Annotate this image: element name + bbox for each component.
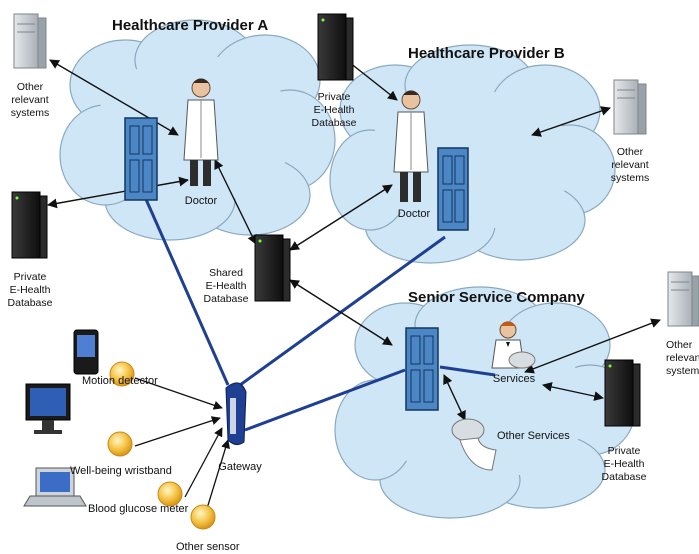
provider-a-title: Healthcare Provider A bbox=[112, 17, 268, 34]
svg-text:E-Health: E-Health bbox=[314, 104, 355, 116]
label-private-db-senior: Private E-Health Database bbox=[602, 445, 647, 483]
laptop-icon bbox=[23, 467, 87, 507]
svg-text:Other: Other bbox=[666, 339, 693, 351]
svg-text:systems: systems bbox=[611, 172, 650, 184]
svg-text:system: system bbox=[666, 365, 699, 377]
door-a-icon bbox=[124, 117, 158, 201]
svg-text:E-Health: E-Health bbox=[10, 284, 51, 296]
svg-text:Private: Private bbox=[608, 445, 641, 457]
svg-text:E-Health: E-Health bbox=[206, 280, 247, 292]
svg-text:Database: Database bbox=[602, 471, 647, 483]
cloud-senior-service bbox=[334, 286, 636, 519]
private-db-senior-server-icon bbox=[604, 359, 641, 427]
svg-text:E-Health: E-Health bbox=[604, 458, 645, 470]
label-other-services: Other Services bbox=[497, 430, 570, 442]
svg-text:Other: Other bbox=[617, 146, 644, 158]
svg-text:Private: Private bbox=[318, 91, 351, 103]
doctor-b-icon bbox=[393, 90, 429, 202]
provider-b-title: Healthcare Provider B bbox=[408, 45, 565, 62]
svg-text:relevant: relevant bbox=[611, 159, 648, 171]
label-gateway: Gateway bbox=[218, 461, 262, 473]
label-shared-db: Shared E-Health Database bbox=[204, 267, 249, 305]
data-arrows bbox=[47, 54, 661, 421]
private-db-a-server-icon bbox=[11, 191, 48, 259]
label-other-systems-a: Other relevant systems bbox=[11, 81, 50, 119]
label-motion-detector: Motion detector bbox=[82, 375, 158, 387]
svg-text:relevant: relevant bbox=[666, 352, 699, 364]
label-other-systems-b: Other relevant systems bbox=[611, 146, 650, 184]
private-db-b-server-icon bbox=[317, 13, 354, 81]
other-systems-b-server-icon bbox=[613, 79, 647, 135]
label-other-systems-senior: Other relevant system bbox=[666, 339, 699, 377]
label-other-sensor: Other sensor bbox=[176, 541, 240, 553]
cloud-provider-b bbox=[329, 44, 616, 264]
label-services: Services bbox=[493, 373, 536, 385]
svg-text:systems: systems bbox=[11, 107, 50, 119]
monitor-icon bbox=[25, 383, 71, 434]
svg-text:Database: Database bbox=[8, 297, 53, 309]
door-senior-icon bbox=[405, 327, 439, 411]
other-sensor-icon bbox=[190, 504, 216, 530]
svg-text:Other: Other bbox=[17, 81, 44, 93]
label-private-db-b: Private E-Health Database bbox=[312, 91, 357, 129]
doctor-a-icon bbox=[183, 78, 219, 186]
other-systems-a-server-icon bbox=[13, 13, 47, 69]
wristband-sensor-icon bbox=[107, 431, 133, 457]
label-wristband: Well-being wristband bbox=[70, 465, 172, 477]
services-waiter-icon bbox=[491, 321, 536, 369]
svg-text:Database: Database bbox=[312, 117, 357, 129]
svg-text:relevant: relevant bbox=[11, 94, 48, 106]
motion-detector-sensor-icon bbox=[109, 361, 135, 387]
svg-text:Shared: Shared bbox=[209, 267, 243, 279]
sensor-arrows bbox=[134, 377, 230, 516]
svg-text:Database: Database bbox=[204, 293, 249, 305]
gateway-icon bbox=[225, 382, 247, 446]
label-doctor-a: Doctor bbox=[185, 195, 218, 207]
label-doctor-b: Doctor bbox=[398, 208, 431, 220]
glucose-sensor-icon bbox=[157, 481, 183, 507]
other-services-waiter-icon bbox=[451, 418, 497, 471]
shared-db-server-icon bbox=[254, 234, 291, 302]
senior-service-title: Senior Service Company bbox=[408, 289, 585, 306]
phone-icon bbox=[73, 329, 99, 375]
label-glucose: Blood glucose meter bbox=[88, 503, 189, 515]
door-b-icon bbox=[437, 147, 469, 231]
svg-text:Private: Private bbox=[14, 271, 47, 283]
other-systems-senior-server-icon bbox=[667, 271, 699, 327]
label-private-db-a: Private E-Health Database bbox=[8, 271, 53, 309]
